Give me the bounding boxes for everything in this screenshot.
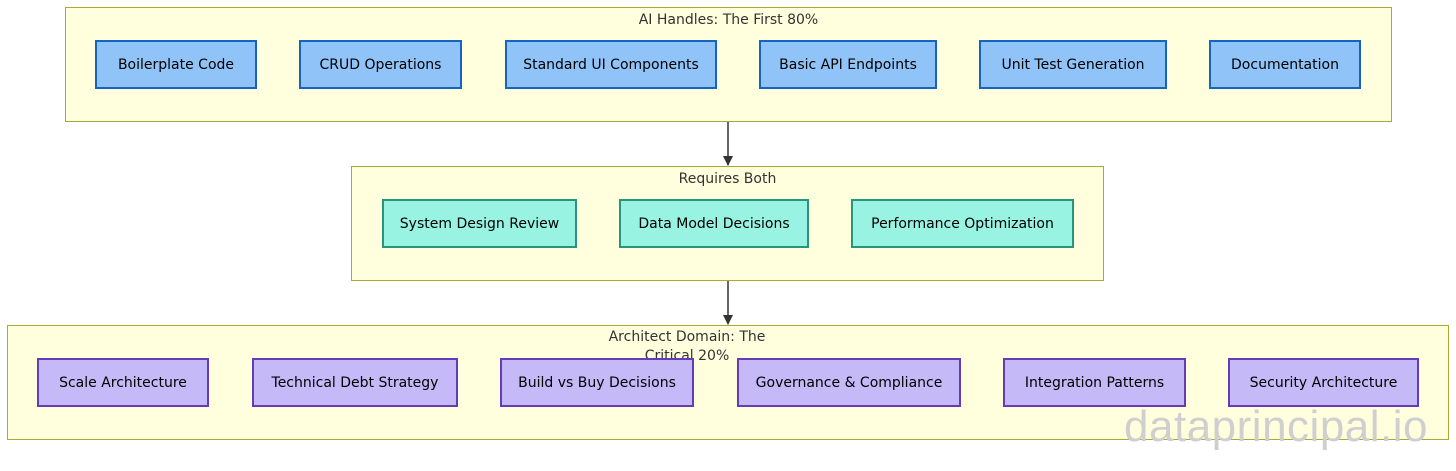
cluster-title-ai-handles: AI Handles: The First 80% xyxy=(638,12,819,28)
node-standard-ui-components: Standard UI Components xyxy=(505,40,717,89)
watermark: dataprincipal.io xyxy=(1124,402,1428,451)
node-technical-debt-strategy: Technical Debt Strategy xyxy=(252,358,458,407)
node-build-vs-buy-decisions: Build vs Buy Decisions xyxy=(500,358,694,407)
cluster-title-requires-both: Requires Both xyxy=(678,171,777,187)
node-data-model-decisions: Data Model Decisions xyxy=(619,199,809,248)
cluster-architect-domain: Architect Domain: The Critical 20% xyxy=(7,325,1449,440)
node-boilerplate-code: Boilerplate Code xyxy=(95,40,257,89)
node-scale-architecture: Scale Architecture xyxy=(37,358,209,407)
node-crud-operations: CRUD Operations xyxy=(299,40,462,89)
node-performance-optimization: Performance Optimization xyxy=(851,199,1074,248)
node-basic-api-endpoints: Basic API Endpoints xyxy=(759,40,937,89)
node-governance-compliance: Governance & Compliance xyxy=(737,358,961,407)
node-documentation: Documentation xyxy=(1209,40,1361,89)
node-unit-test-generation: Unit Test Generation xyxy=(979,40,1167,89)
cluster-ai-handles: AI Handles: The First 80% xyxy=(65,7,1392,122)
node-integration-patterns: Integration Patterns xyxy=(1003,358,1186,407)
node-security-architecture: Security Architecture xyxy=(1228,358,1419,407)
node-system-design-review: System Design Review xyxy=(382,199,577,248)
